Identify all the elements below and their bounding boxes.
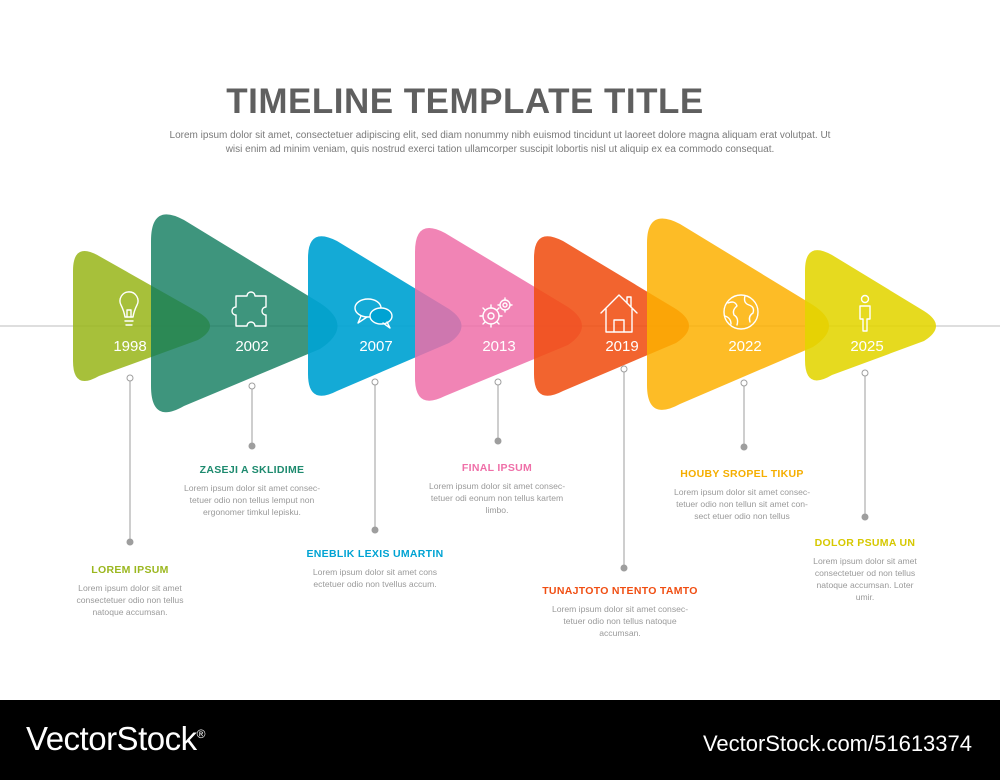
step-1-body: Lorem ipsum dolor sit amet consectetuer … bbox=[45, 582, 215, 618]
page-title: TIMELINE TEMPLATE TITLE bbox=[226, 82, 704, 121]
step-5-body-line: Lorem ipsum dolor sit amet consec- bbox=[551, 604, 689, 614]
step-5-body-line: accumsan. bbox=[599, 628, 641, 638]
step-4-year: 2013 bbox=[482, 338, 516, 355]
step-2-body-line: Lorem ipsum dolor sit amet consec- bbox=[183, 483, 321, 493]
step-7-body-line: consectetuer od non tellus bbox=[814, 568, 916, 578]
step-3-body: Lorem ipsum dolor sit amet cons ectetuer… bbox=[290, 566, 460, 590]
step-7-anchor bbox=[861, 369, 869, 377]
step-4-body-line: Lorem ipsum dolor sit amet consec- bbox=[428, 481, 566, 491]
step-6-year: 2022 bbox=[728, 338, 762, 355]
step-5-triangle bbox=[534, 236, 689, 396]
step-7-heading: DOLOR PSUMA UN bbox=[814, 537, 916, 549]
step-3-body-line: Lorem ipsum dolor sit amet cons bbox=[312, 567, 438, 577]
person-icon bbox=[859, 294, 871, 332]
watermark-brand-text: VectorStock bbox=[26, 720, 197, 757]
step-2-body-line: ergonomer timkul lepisku. bbox=[203, 507, 301, 517]
watermark-registered-mark: ® bbox=[196, 727, 206, 741]
step-7-body-line: umir. bbox=[855, 592, 875, 602]
step-5-connector-dot bbox=[620, 564, 628, 572]
step-4-body: Lorem ipsum dolor sit amet consec- tetue… bbox=[412, 480, 582, 516]
watermark-bar: VectorStock® VectorStock.com/51613374 bbox=[0, 700, 1000, 780]
step-5-body-line: tetuer odio non tellus natoque bbox=[563, 616, 677, 626]
step-7-body: Lorem ipsum dolor sit amet consectetuer … bbox=[780, 555, 950, 603]
step-1-body-line: Lorem ipsum dolor sit amet bbox=[78, 583, 182, 593]
page-subtitle: Lorem ipsum dolor sit amet, consectetuer… bbox=[150, 129, 850, 157]
step-5-body: Lorem ipsum dolor sit amet consec- tetue… bbox=[535, 603, 705, 639]
puzzle-icon bbox=[231, 291, 267, 327]
step-2-body: Lorem ipsum dolor sit amet consec- tetue… bbox=[167, 482, 337, 518]
step-5-anchor bbox=[620, 365, 628, 373]
connectors bbox=[126, 365, 869, 572]
step-3-connector-dot bbox=[371, 526, 379, 534]
step-7-connector-dot bbox=[861, 513, 869, 521]
step-3-year: 2007 bbox=[359, 338, 393, 355]
lightbulb-icon bbox=[119, 291, 139, 326]
step-3-heading: ENEBLIK LEXIS UMARTIN bbox=[306, 548, 444, 560]
step-6-connector-dot bbox=[740, 443, 748, 451]
step-5-text: TUNAJTOTO NTENTO TAMTO Lorem ipsum dolor… bbox=[535, 585, 705, 639]
step-2-text: ZASEJI A SKLIDIME Lorem ipsum dolor sit … bbox=[167, 464, 337, 518]
step-4-body-line: limbo. bbox=[485, 505, 509, 515]
gears-icon bbox=[479, 297, 513, 328]
step-1-text: LOREM IPSUM Lorem ipsum dolor sit amet c… bbox=[45, 564, 215, 618]
step-5-year: 2019 bbox=[605, 338, 639, 355]
step-1-body-line: natoque accumsan. bbox=[92, 607, 168, 617]
step-6-body-line: Lorem ipsum dolor sit amet consec- bbox=[673, 487, 811, 497]
step-1-connector-dot bbox=[126, 538, 134, 546]
step-2-heading: ZASEJI A SKLIDIME bbox=[199, 464, 305, 476]
step-1-triangle bbox=[73, 251, 210, 381]
step-6-body: Lorem ipsum dolor sit amet consec- tetue… bbox=[657, 486, 827, 522]
timeline-diagram bbox=[0, 214, 1000, 572]
step-6-anchor bbox=[740, 379, 748, 387]
step-6-triangle bbox=[647, 218, 829, 410]
step-7-text: DOLOR PSUMA UN Lorem ipsum dolor sit ame… bbox=[780, 537, 950, 603]
step-7-body-line: Lorem ipsum dolor sit amet bbox=[813, 556, 917, 566]
step-4-heading: FINAL IPSUM bbox=[461, 462, 533, 474]
step-3-text: ENEBLIK LEXIS UMARTIN Lorem ipsum dolor … bbox=[290, 548, 460, 590]
step-3-anchor bbox=[371, 378, 379, 386]
step-7-body-line: natoque accumsan. Loter bbox=[816, 580, 914, 590]
step-1-year: 1998 bbox=[113, 338, 147, 355]
watermark-id: VectorStock.com/51613374 bbox=[702, 731, 972, 756]
step-3-body-line: ectetuer odio non tvellus accum. bbox=[313, 579, 437, 589]
step-1-heading: LOREM IPSUM bbox=[91, 564, 169, 576]
step-6-heading: HOUBY SROPEL TIKUP bbox=[680, 468, 804, 480]
step-4-body-line: tetuer odi eonum non tellus kartem bbox=[430, 493, 564, 503]
step-2-connector-dot bbox=[248, 442, 256, 450]
step-4-anchor bbox=[494, 378, 502, 386]
subtitle-line: Lorem ipsum dolor sit amet, consectetuer… bbox=[169, 130, 831, 141]
step-6-body-line: sect etuer odio non tellus bbox=[694, 511, 790, 521]
step-2-year: 2002 bbox=[235, 338, 269, 355]
step-2-anchor bbox=[248, 382, 256, 390]
step-6-body-line: tetuer odio non tellun sit amet con- bbox=[676, 499, 808, 509]
step-5-heading: TUNAJTOTO NTENTO TAMTO bbox=[542, 585, 698, 597]
step-4-text: FINAL IPSUM Lorem ipsum dolor sit amet c… bbox=[412, 462, 582, 516]
step-2-body-line: tetuer odio non tellus lemput non bbox=[189, 495, 315, 505]
step-1-body-line: consectetuer odio non tellus bbox=[76, 595, 184, 605]
speech-bubbles-icon bbox=[354, 298, 393, 329]
house-icon bbox=[600, 294, 638, 333]
globe-icon bbox=[723, 294, 759, 330]
step-6-text: HOUBY SROPEL TIKUP Lorem ipsum dolor sit… bbox=[657, 468, 827, 522]
step-7-year: 2025 bbox=[850, 338, 884, 355]
step-4-connector-dot bbox=[494, 437, 502, 445]
watermark-brand: VectorStock® bbox=[26, 720, 205, 758]
step-2-triangle bbox=[151, 214, 338, 413]
subtitle-line: wisi enim ad minim veniam, quis nostrud … bbox=[225, 144, 775, 155]
step-1-anchor bbox=[126, 374, 134, 382]
